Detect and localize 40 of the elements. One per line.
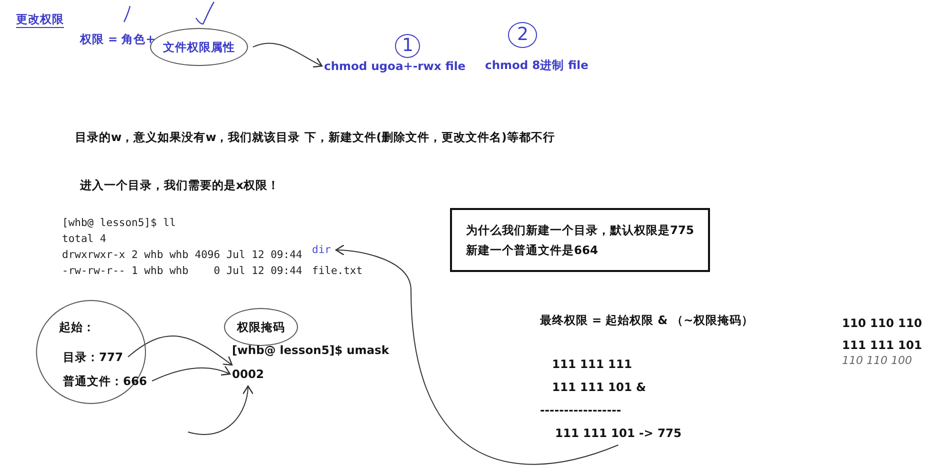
note-text: -----------------: [540, 403, 622, 417]
node-text: 文件权限属性: [163, 39, 235, 56]
note-text: 110 110 110: [842, 316, 922, 330]
note-text: 目录的w，意义如果没有w，我们就该目录 下，新建文件(删除文件，更改文件名)等都不行: [75, 130, 555, 145]
heading-text: 起始：: [59, 319, 95, 336]
node-text: chmod ugoa+-rwx file: [324, 58, 466, 75]
node-text: dir: [312, 243, 331, 258]
circled-number: [395, 34, 420, 58]
note-text: 新建一个普通文件是664: [466, 242, 600, 259]
note-text: chmod 8进制 file: [485, 58, 588, 73]
note-text: 权限 = 角色+: [80, 32, 156, 47]
curved-arrow: [335, 244, 619, 465]
note-text: 为什么我们新建一个目录，默认权限是775: [466, 222, 694, 239]
note-text: 最终权限 = 起始权限 & （~权限掩码）: [540, 313, 754, 328]
curved-arrow: [188, 385, 254, 435]
circled-text: [224, 308, 298, 346]
note-text: [whb@ lesson5]$ umask: [232, 343, 390, 357]
note-text: 111 111 101: [842, 338, 922, 352]
terminal-line: drwxrwxr-x 2 whb whb 4096 Jul 12 09:44: [62, 249, 302, 261]
terminal-line: total 4: [62, 233, 106, 245]
node-text: 权限掩码: [237, 319, 285, 336]
curved-arrow: [128, 336, 233, 366]
circled-number: [508, 22, 538, 48]
group-ellipse: [36, 300, 146, 404]
note-text: 111 111 111: [552, 357, 632, 371]
title-text: 更改权限: [16, 12, 64, 28]
curved-arrow: [152, 366, 231, 382]
handwritten-number: 2: [517, 25, 528, 45]
terminal-line: file.txt: [312, 265, 363, 277]
note-text: 进入一个目录，我们需要的是x权限！: [80, 178, 280, 193]
handwritten-text: 110 110 100: [842, 354, 912, 367]
handwritten-number: 1: [402, 36, 414, 56]
note-box: [450, 208, 710, 272]
node-text: 目录：777: [63, 349, 124, 366]
node-text: 0002: [232, 366, 264, 383]
note-text: 111 111 101 &: [552, 380, 646, 394]
terminal-line: [whb@ lesson5]$ ll: [62, 217, 176, 229]
terminal-line: -rw-rw-r-- 1 whb whb 0 Jul 12 09:44: [62, 265, 302, 277]
node-text: 111 111 101 -> 775: [555, 425, 682, 442]
curved-arrow: [252, 42, 323, 68]
